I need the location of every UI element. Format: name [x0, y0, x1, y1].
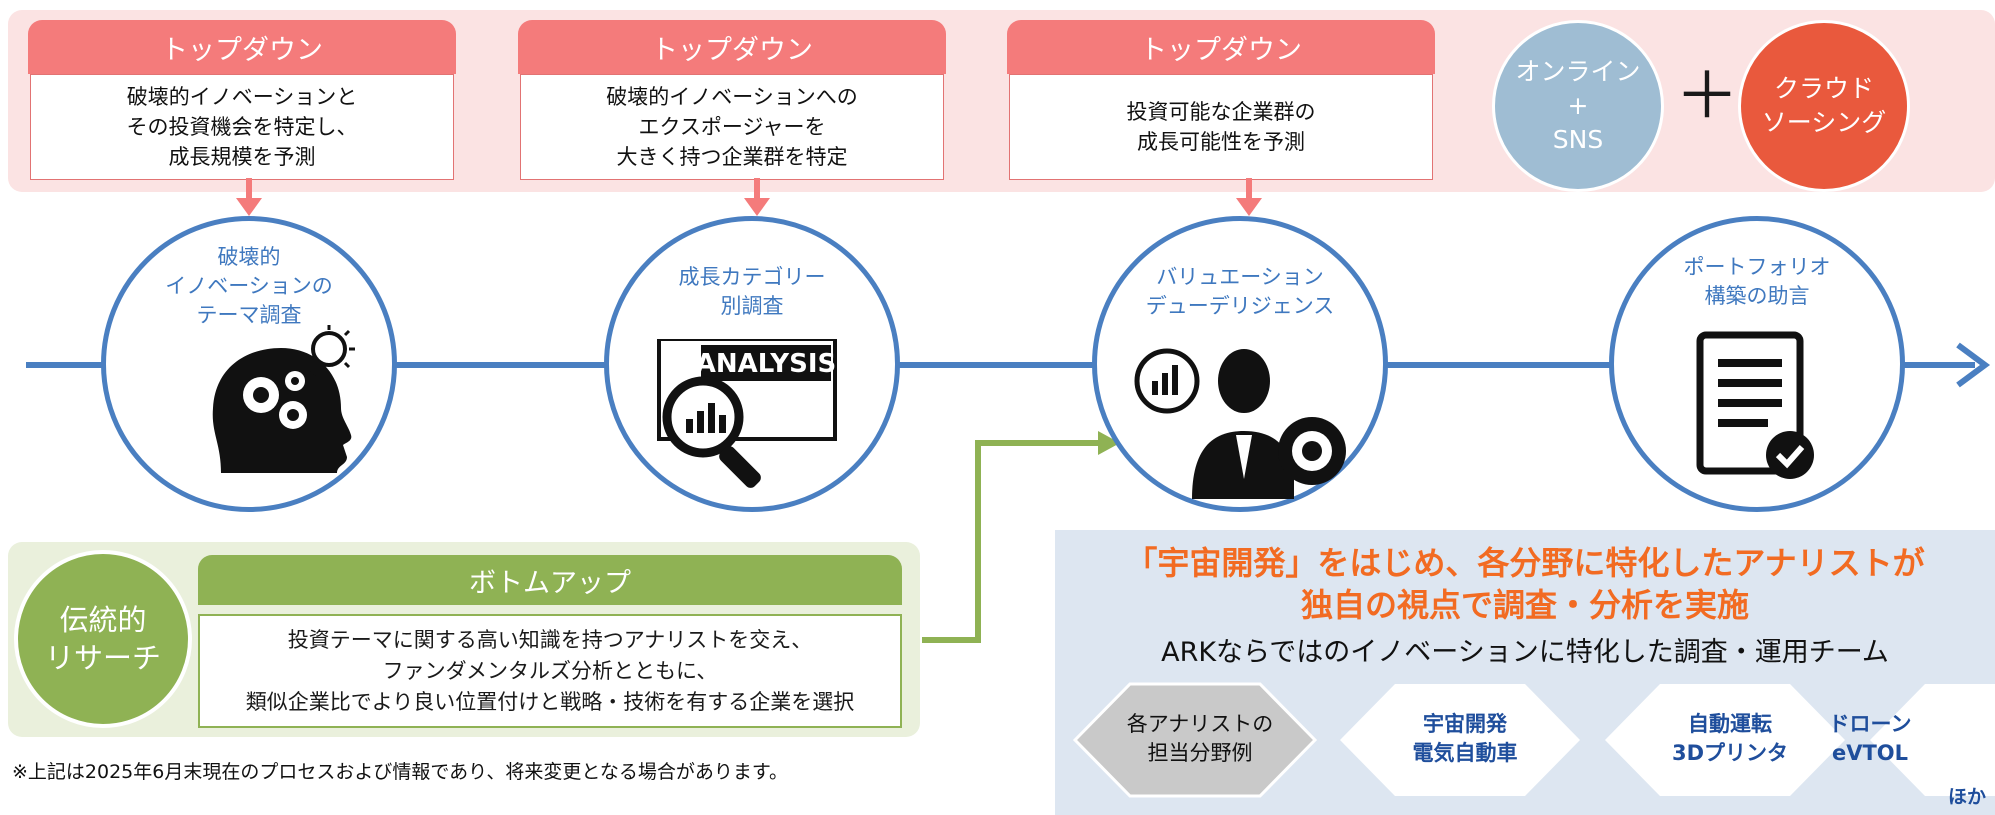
analysis-sign-text: ANALYSIS [696, 349, 836, 379]
process-circle-1: 破壊的 イノベーションの テーマ調査 [101, 216, 397, 512]
plus-sign: ＋ [1675, 60, 1739, 134]
ark-subtitle: ARKならではのイノベーションに特化した調査・運用チーム [1161, 637, 1889, 668]
online-sns-bubble: オンライン + SNS [1492, 20, 1664, 192]
topdown-header: トップダウン [1007, 20, 1435, 74]
diamond-1 [1340, 684, 1580, 796]
diamond-shapes [1072, 682, 1995, 798]
topdown-card-3: トップダウン 投資可能な企業群の 成長可能性を予測 [1007, 20, 1435, 180]
process-label: 成長カテゴリー 別調査 [678, 265, 826, 318]
diamond-label-1: 宇宙開発 電気自動車 [1340, 686, 1590, 792]
diamond-text: 各アナリストの 担当分野例 [1126, 712, 1274, 765]
topdown-header: トップダウン [518, 20, 946, 74]
businessman-chart-gear-icon [1134, 348, 1346, 499]
head-gears-icon [212, 348, 352, 473]
traditional-research-label: 伝統的 リサーチ [44, 603, 161, 675]
topdown-box-text: 投資可能な企業群の 成長可能性を予測 [1126, 100, 1316, 154]
footnote: ※上記は2025年6月末現在のプロセスおよび情報であり、将来変更となる場合があり… [12, 761, 788, 783]
etc-label: ほか [1948, 786, 1987, 808]
topdown-header: トップダウン [28, 20, 456, 74]
right-arrow-icon [1956, 342, 1991, 388]
topdown-arrows [236, 178, 1262, 216]
diamond-grey [1072, 682, 1318, 798]
process-circle-4: ポートフォリオ 構築の助言 [1609, 216, 1905, 512]
topdown-card-2: トップダウン 破壊的イノベーションへの エクスポージャーを 大きく持つ企業群を特… [518, 20, 946, 180]
diamond-text: 自動運転 3Dプリンタ [1671, 712, 1789, 765]
diamond-text: ドローン eVTOL [1828, 712, 1912, 765]
process-label: 破壊的 イノベーションの テーマ調査 [165, 245, 333, 327]
diamond-3 [1870, 684, 1995, 796]
process-label: ポートフォリオ 構築の助言 [1683, 255, 1831, 308]
online-sns-label: オンライン + SNS [1515, 57, 1641, 154]
diamond-label-0: 各アナリストの 担当分野例 [1075, 686, 1325, 792]
lightbulb-icon [308, 325, 355, 378]
bottomup-text: 投資テーマに関する高い知識を持つアナリストを交え、 ファンダメンタルズ分析ととも… [245, 627, 855, 714]
bottomup-arrowhead [1098, 431, 1120, 455]
process-label: バリュエーション デューデリジェンス [1145, 265, 1335, 318]
diamond-label-3: ドローン eVTOL [1745, 686, 1995, 792]
crowdsourcing-label: クラウド ソーシング [1761, 74, 1887, 137]
document-check-icon [1696, 331, 1814, 479]
topdown-box-2: 破壊的イノベーションへの エクスポージャーを 大きく持つ企業群を特定 [520, 74, 944, 180]
topdown-card-1: トップダウン 破壊的イノベーションと その投資機会を特定し、 成長規模を予測 [28, 20, 456, 180]
diamond-text: 宇宙開発 電気自動車 [1412, 712, 1518, 765]
analysis-magnifier-icon: ANALYSIS [657, 339, 837, 488]
process-circle-2: 成長カテゴリー 別調査 ANALYSIS [604, 216, 900, 512]
ark-headline-2: 独自の視点で調査・分析を実施 [1300, 586, 1749, 624]
ark-headline-1: 「宇宙開発」をはじめ、各分野に特化したアナリストが [1125, 544, 1925, 582]
crowdsourcing-bubble: クラウド ソーシング [1738, 20, 1910, 192]
traditional-research-bubble: 伝統的 リサーチ [14, 550, 192, 728]
bottomup-connector [922, 440, 1100, 643]
bottomup-header: ボトムアップ [198, 555, 902, 605]
process-circle-3: バリュエーション デューデリジェンス [1092, 216, 1388, 512]
bottomup-body: 投資テーマに関する高い知識を持つアナリストを交え、 ファンダメンタルズ分析ととも… [198, 614, 902, 728]
topdown-box-text: 破壊的イノベーションと その投資機会を特定し、 成長規模を予測 [126, 85, 358, 169]
diamond-label-2: 自動運転 3Dプリンタ [1605, 686, 1855, 792]
diamond-2 [1605, 684, 1845, 796]
topdown-box-3: 投資可能な企業群の 成長可能性を予測 [1009, 74, 1433, 180]
topdown-box-1: 破壊的イノベーションと その投資機会を特定し、 成長規模を予測 [30, 74, 454, 180]
topdown-box-text: 破壊的イノベーションへの エクスポージャーを 大きく持つ企業群を特定 [606, 85, 858, 169]
